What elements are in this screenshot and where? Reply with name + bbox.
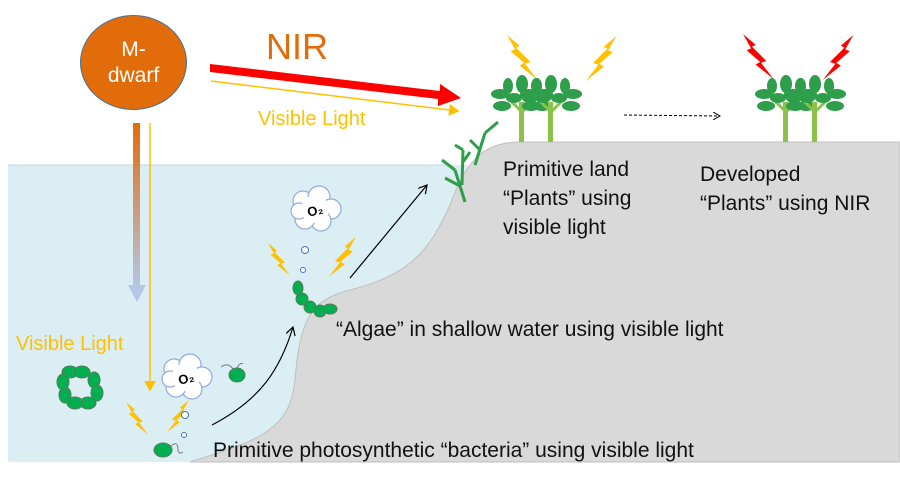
primitive-land-plants-label: Primitive land “Plants” using visible li… xyxy=(503,155,631,242)
o2-label: O₂ xyxy=(176,369,195,388)
seaweed-icon xyxy=(441,120,499,203)
algae-label: “Algae” in shallow water using visible l… xyxy=(336,318,724,341)
bacteria-ring-icon xyxy=(56,365,104,410)
developed-plants-icon xyxy=(753,73,848,144)
bolt-icons-land-visible xyxy=(507,35,617,81)
primitive-plants-icon xyxy=(489,73,584,144)
developed-plants-label: Developed “Plants” using NIR xyxy=(700,160,870,218)
nir-label: NIR xyxy=(266,26,328,67)
m-dwarf-star: M- dwarf xyxy=(80,15,187,110)
label-line: “Plants” using xyxy=(503,187,632,210)
visible-light-label-left: Visible Light xyxy=(16,333,124,355)
label-line: visible light xyxy=(503,216,606,239)
visible-light-arrow-top xyxy=(210,80,460,116)
bolt-icons-nir xyxy=(743,34,854,80)
visible-light-down-beam xyxy=(133,123,140,288)
oxygen-bubbles-icon xyxy=(181,246,309,438)
photosynthetic-bacterium-icon xyxy=(153,442,184,458)
label-line: Primitive land xyxy=(503,158,630,181)
nir-arrow xyxy=(210,64,461,106)
land xyxy=(189,141,900,463)
label-line: Developed xyxy=(700,163,801,186)
bacteria-label: Primitive photosynthetic “bacteria” usin… xyxy=(213,439,694,462)
visible-light-down-arrowhead xyxy=(128,285,146,302)
label-line: “Plants” using NIR xyxy=(700,192,871,215)
evolution-arrow-algae-to-land xyxy=(349,185,427,279)
star-label-line2: dwarf xyxy=(107,63,160,87)
evolution-dotted-arrow xyxy=(623,115,720,116)
visible-light-label-top: Visible Light xyxy=(258,108,366,130)
evolution-arrow-bacteria-to-algae xyxy=(211,327,293,426)
star-label-line1: M- xyxy=(121,37,146,61)
o2-label: O₂ xyxy=(305,201,324,220)
bacterium-icon xyxy=(220,363,246,383)
algae-chain-icon xyxy=(292,280,338,318)
